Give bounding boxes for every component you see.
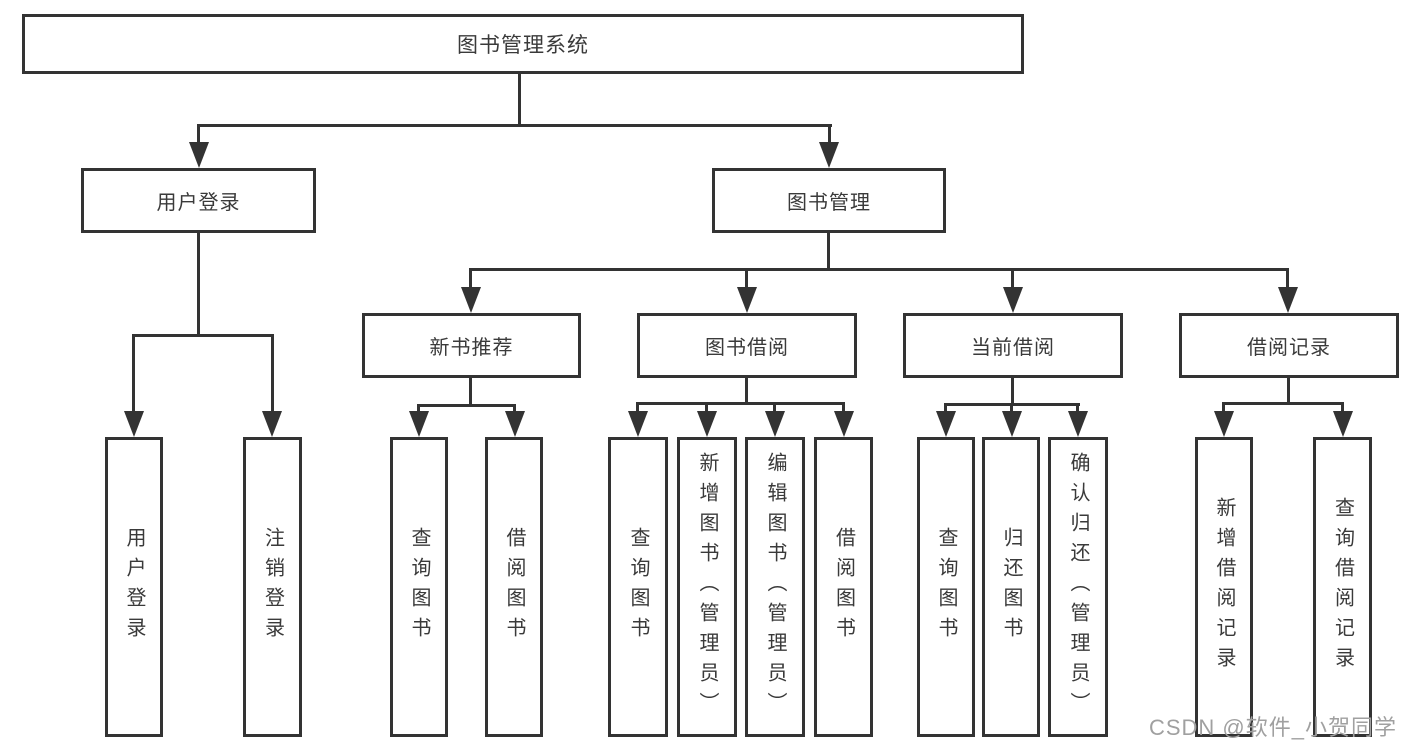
- leaf-borrow-books-borrowing-label: 借阅图书: [832, 527, 855, 647]
- arrow-down-icon: [262, 411, 282, 437]
- arrow-down-icon: [1068, 411, 1088, 437]
- leaf-confirm-return-admin: 确认归还（管理员）: [1048, 437, 1108, 737]
- leaf-add-books-admin: 新增图书（管理员）: [677, 437, 737, 737]
- connector-line: [469, 268, 1289, 271]
- arrow-down-icon: [409, 411, 429, 437]
- connector-line: [197, 124, 200, 144]
- node-book-management: 图书管理: [712, 168, 946, 233]
- node-user-login: 用户登录: [81, 168, 316, 233]
- connector-line: [827, 233, 830, 270]
- leaf-borrow-books-borrowing: 借阅图书: [814, 437, 873, 737]
- node-borrowing-records: 借阅记录: [1179, 313, 1399, 378]
- node-new-book-recommendation-label: 新书推荐: [429, 337, 514, 359]
- leaf-query-books-current-label: 查询图书: [935, 527, 957, 647]
- node-root-label: 图书管理系统: [457, 34, 589, 57]
- arrow-down-icon: [737, 287, 757, 313]
- arrow-down-icon: [1214, 411, 1234, 437]
- node-borrowing-records-label: 借阅记录: [1247, 337, 1331, 359]
- leaf-user-login: 用户登录: [105, 437, 163, 737]
- connector-line: [1011, 378, 1014, 406]
- connector-line: [469, 268, 472, 290]
- connector-line: [773, 402, 776, 416]
- connector-line: [197, 124, 832, 127]
- connector-line: [132, 334, 135, 414]
- connector-line: [1010, 403, 1013, 416]
- leaf-query-books-current: 查询图书: [917, 437, 975, 737]
- connector-line: [1286, 268, 1289, 290]
- leaf-query-books-recommend-label: 查询图书: [408, 527, 430, 647]
- connector-line: [1076, 403, 1079, 416]
- arrow-down-icon: [461, 287, 481, 313]
- connector-line: [1287, 378, 1290, 405]
- connector-line: [132, 334, 274, 337]
- arrow-down-icon: [628, 411, 648, 437]
- node-user-login-label: 用户登录: [156, 192, 241, 214]
- node-root: 图书管理系统: [22, 14, 1024, 74]
- connector-line: [513, 404, 516, 416]
- arrow-down-icon: [834, 411, 854, 437]
- leaf-query-borrow-record: 查询借阅记录: [1313, 437, 1372, 737]
- arrow-down-icon: [1003, 287, 1023, 313]
- leaf-return-books-label: 归还图书: [1000, 527, 1022, 647]
- arrow-down-icon: [1002, 411, 1022, 437]
- leaf-query-borrow-record-label: 查询借阅记录: [1331, 497, 1354, 677]
- connector-line: [1011, 268, 1014, 290]
- leaf-add-borrow-record-label: 新增借阅记录: [1213, 497, 1235, 677]
- node-book-management-label: 图书管理: [787, 192, 871, 214]
- leaf-query-books-recommend: 查询图书: [390, 437, 448, 737]
- leaf-confirm-return-admin-label: 确认归还（管理员）: [1067, 452, 1089, 722]
- leaf-add-borrow-record: 新增借阅记录: [1195, 437, 1253, 737]
- leaf-query-books-borrowing: 查询图书: [608, 437, 668, 737]
- arrow-down-icon: [124, 411, 144, 437]
- connector-line: [636, 402, 639, 416]
- leaf-borrow-books-recommend-label: 借阅图书: [503, 527, 525, 647]
- leaf-return-books: 归还图书: [982, 437, 1040, 737]
- leaf-edit-books-admin: 编辑图书（管理员）: [745, 437, 805, 737]
- arrow-down-icon: [819, 142, 839, 168]
- connector-line: [828, 124, 831, 144]
- leaf-add-books-admin-label: 新增图书（管理员）: [696, 452, 718, 722]
- leaf-user-login-label: 用户登录: [123, 527, 145, 647]
- connector-line: [417, 404, 420, 416]
- connector-line: [745, 268, 748, 290]
- csdn-watermark: CSDN @软件_小贺同学: [1148, 715, 1397, 740]
- connector-line: [944, 403, 947, 416]
- connector-line: [705, 402, 708, 416]
- arrow-down-icon: [936, 411, 956, 437]
- connector-line: [636, 402, 845, 405]
- arrow-down-icon: [1278, 287, 1298, 313]
- connector-line: [271, 334, 274, 414]
- node-book-borrowing: 图书借阅: [637, 313, 857, 378]
- leaf-logout-label: 注销登录: [261, 527, 284, 647]
- connector-line: [745, 378, 748, 405]
- leaf-borrow-books-recommend: 借阅图书: [485, 437, 543, 737]
- connector-line: [1222, 402, 1225, 416]
- connector-line: [1222, 402, 1344, 405]
- arrow-down-icon: [697, 411, 717, 437]
- connector-line: [417, 404, 516, 407]
- arrow-down-icon: [189, 142, 209, 168]
- arrow-down-icon: [505, 411, 525, 437]
- node-new-book-recommendation: 新书推荐: [362, 313, 581, 378]
- connector-line: [1341, 402, 1344, 416]
- node-book-borrowing-label: 图书借阅: [705, 337, 789, 359]
- node-current-borrowing: 当前借阅: [903, 313, 1123, 378]
- leaf-query-books-borrowing-label: 查询图书: [627, 527, 649, 647]
- arrow-down-icon: [765, 411, 785, 437]
- connector-line: [842, 402, 845, 416]
- connector-line: [469, 378, 472, 407]
- leaf-logout: 注销登录: [243, 437, 302, 737]
- connector-line: [197, 233, 200, 337]
- connector-line: [518, 73, 521, 126]
- arrow-down-icon: [1333, 411, 1353, 437]
- leaf-edit-books-admin-label: 编辑图书（管理员）: [764, 452, 786, 722]
- node-current-borrowing-label: 当前借阅: [971, 337, 1055, 359]
